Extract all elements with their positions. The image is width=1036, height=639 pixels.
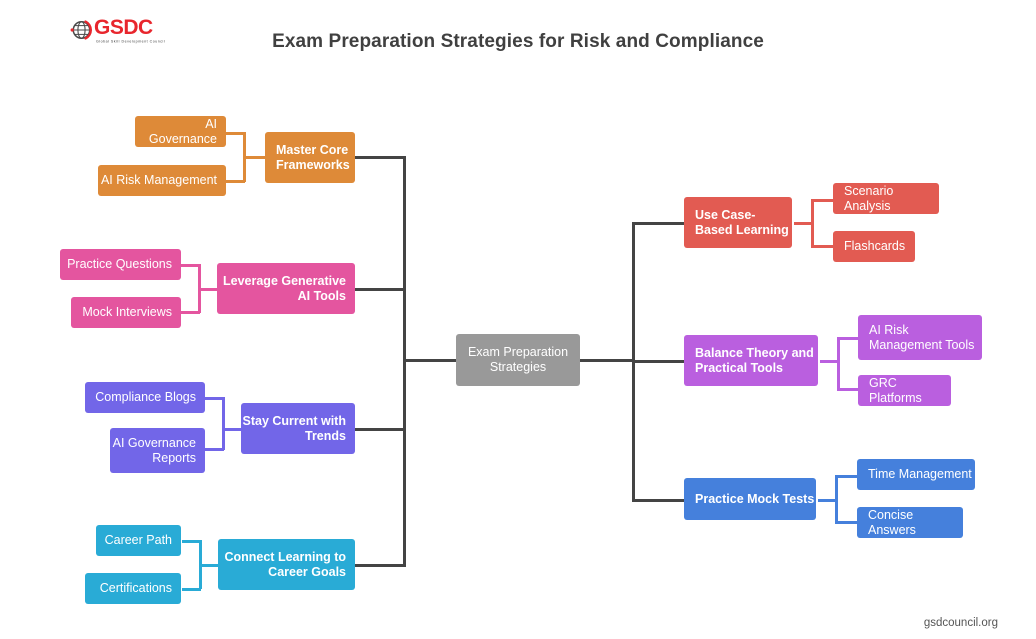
leaf-node-compliance-blogs[interactable]: Compliance Blogs (85, 382, 205, 413)
leaf-node-label: AI Governance Reports (112, 436, 196, 465)
leaf-node-label: Certifications (99, 581, 172, 596)
bracket-pink-bottom (181, 311, 200, 314)
left-spine-stub-3 (355, 428, 406, 431)
bracket-purple-top (205, 397, 224, 400)
leaf-node-label: GRC Platforms (869, 376, 922, 405)
right-spine-stub-3 (632, 499, 684, 502)
bracket-blue-stem (818, 499, 836, 502)
leaf-node-ai-governance-reports[interactable]: AI Governance Reports (110, 428, 205, 473)
bracket-blue-bottom (835, 521, 857, 524)
main-node-use-case-based-learning[interactable]: Use Case-Based Learning (684, 197, 792, 248)
main-node-label: Practice Mock Tests (695, 491, 815, 506)
leaf-node-career-path[interactable]: Career Path (96, 525, 181, 556)
bracket-pink-top (181, 264, 200, 267)
bracket-orange-top (226, 132, 245, 135)
main-node-balance-theory-and-practical-tools[interactable]: Balance Theory and Practical Tools (684, 335, 818, 386)
bracket-orange-v (243, 132, 246, 182)
leaf-node-label: AI Risk Management (100, 173, 217, 188)
main-node-label: Stay Current with Trends (242, 414, 347, 443)
leaf-node-label: Flashcards (844, 239, 906, 254)
bracket-purple-stem (224, 428, 241, 431)
leaf-node-ai-governance[interactable]: AI Governance (135, 116, 226, 147)
left-spine-stub-4 (355, 564, 406, 567)
center-to-right-spine (580, 359, 635, 362)
leaf-node-mock-interviews[interactable]: Mock Interviews (71, 297, 181, 328)
main-node-label: Master Core Frameworks (276, 143, 350, 172)
bracket-purple-bottom (205, 448, 224, 451)
bracket-orange-bottom (226, 180, 245, 183)
bracket-red-top (811, 199, 833, 202)
right-spine-stub-1 (632, 222, 684, 225)
leaf-node-time-management[interactable]: Time Management (857, 459, 975, 490)
bracket-purple-v (222, 397, 225, 450)
logo-wordmark: GSDC (94, 16, 153, 39)
logo-tagline: Global Skill Development Council (96, 39, 166, 44)
main-node-stay-current-with-trends[interactable]: Stay Current with Trends (241, 403, 355, 454)
bracket-pink-stem (200, 288, 217, 291)
center-node[interactable]: Exam Preparation Strategies (456, 334, 580, 386)
left-spine-stub-2 (355, 288, 406, 291)
bracket-blue-top (835, 475, 857, 478)
main-node-leverage-generative-ai-tools[interactable]: Leverage Generative AI Tools (217, 263, 355, 314)
main-node-connect-learning-to-career-goals[interactable]: Connect Learning to Career Goals (218, 539, 355, 590)
left-spine-stub-1 (355, 156, 406, 159)
leaf-node-label: Compliance Blogs (95, 390, 196, 405)
bracket-violet-top (837, 337, 859, 340)
leaf-node-label: AI Governance (148, 117, 217, 146)
bracket-cyan-bottom (182, 588, 201, 591)
leaf-node-label: Concise Answers (868, 508, 916, 537)
bracket-cyan-stem (201, 564, 218, 567)
leaf-node-certifications[interactable]: Certifications (85, 573, 181, 604)
main-node-master-core-frameworks[interactable]: Master Core Frameworks (265, 132, 355, 183)
leaf-node-practice-questions[interactable]: Practice Questions (60, 249, 181, 280)
leaf-node-label: AI Risk Management Tools (869, 323, 975, 352)
center-node-label: Exam Preparation Strategies (467, 345, 569, 374)
globe-icon (70, 20, 92, 40)
bracket-pink-v (198, 264, 201, 313)
bracket-cyan-top (182, 540, 201, 543)
leaf-node-label: Mock Interviews (82, 305, 172, 320)
main-node-practice-mock-tests[interactable]: Practice Mock Tests (684, 478, 816, 520)
main-node-label: Use Case-Based Learning (695, 208, 789, 237)
bracket-red-stem (794, 222, 812, 225)
bracket-cyan-v (199, 540, 202, 589)
footer-url: gsdcouncil.org (923, 617, 998, 629)
leaf-node-ai-risk-management[interactable]: AI Risk Management (98, 165, 226, 196)
bracket-orange-stem (245, 156, 265, 159)
leaf-node-label: Career Path (104, 533, 172, 548)
gsdc-logo: GSDC Global Skill Development Council (70, 16, 166, 50)
leaf-node-label: Time Management (868, 467, 972, 482)
leaf-node-scenario-analysis[interactable]: Scenario Analysis (833, 183, 939, 214)
leaf-node-flashcards[interactable]: Flashcards (833, 231, 915, 262)
bracket-violet-bottom (837, 388, 859, 391)
left-spine-to-center (403, 359, 456, 362)
leaf-node-concise-answers[interactable]: Concise Answers (857, 507, 963, 538)
right-spine-stub-2 (632, 360, 684, 363)
leaf-node-grc-platforms[interactable]: GRC Platforms (858, 375, 951, 406)
bracket-red-bottom (811, 245, 833, 248)
main-node-label: Leverage Generative AI Tools (223, 274, 346, 303)
leaf-node-label: Practice Questions (67, 257, 172, 272)
bracket-violet-stem (820, 360, 838, 363)
leaf-node-label: Scenario Analysis (844, 184, 894, 213)
page-title: Exam Preparation Strategies for Risk and… (272, 31, 764, 52)
bracket-violet-v (837, 337, 840, 390)
main-node-label: Balance Theory and Practical Tools (695, 346, 814, 375)
bracket-red-v (811, 199, 814, 247)
main-node-label: Connect Learning to Career Goals (224, 550, 346, 579)
leaf-node-ai-risk-management-tools[interactable]: AI Risk Management Tools (858, 315, 982, 360)
bracket-blue-v (835, 475, 838, 523)
